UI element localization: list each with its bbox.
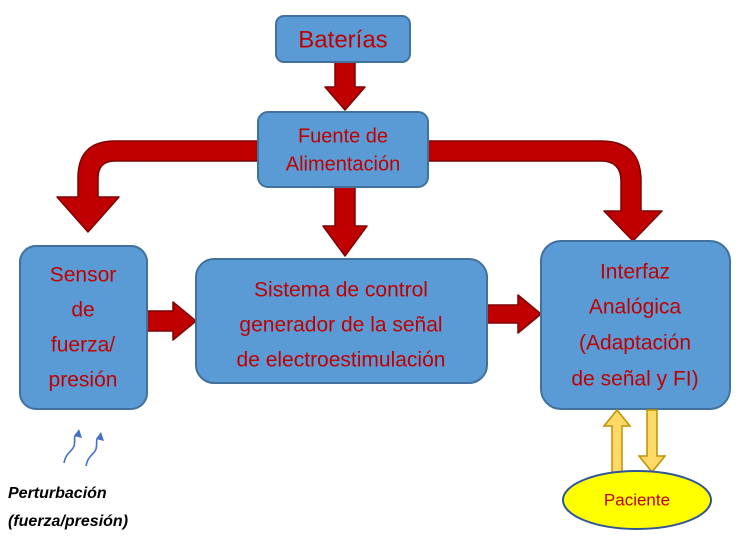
node-fuente-line-2: Alimentación [286, 153, 401, 175]
node-baterias: Baterías [275, 15, 411, 63]
perturbation-arrows [63, 429, 104, 467]
node-fuente-line-1: Fuente de [298, 125, 388, 147]
arrow-sensor-to-control [146, 301, 197, 341]
node-sensor-line-1: Sensor [50, 264, 117, 287]
perturbation-caption-line-1: Perturbación [8, 485, 107, 502]
node-control-line-1: Sistema de control [254, 279, 428, 302]
node-sensor: Sensor de fuerza/ presión [19, 245, 148, 410]
node-fuente-alimentacion: Fuente de Alimentación [257, 111, 429, 188]
perturbation-caption: Perturbación (fuerza/presión) [8, 485, 128, 530]
arrow-fuente-to-sensor [56, 140, 259, 233]
node-sistema-control: Sistema de control generador de la señal… [195, 258, 488, 384]
arrow-control-to-interfaz [486, 294, 542, 334]
arrow-paciente-to-interfaz [602, 408, 632, 475]
node-sensor-line-4: presión [49, 369, 118, 392]
arrow-fuente-to-control [322, 186, 368, 257]
node-sensor-line-2: de [71, 299, 94, 322]
node-baterias-label: Baterías [298, 26, 387, 53]
node-paciente-label: Paciente [604, 490, 670, 509]
perturbation-caption-line-2: (fuerza/presión) [8, 513, 128, 530]
node-interfaz-line-2: Analógica [589, 296, 682, 319]
arrow-interfaz-to-paciente [637, 409, 667, 474]
node-sensor-line-3: fuerza/ [51, 334, 115, 357]
node-interfaz-analogica: Interfaz Analógica (Adaptación de señal … [540, 240, 731, 410]
node-interfaz-line-1: Interfaz [600, 261, 670, 284]
node-control-line-2: generador de la señal [239, 314, 442, 337]
node-control-line-3: de electroestimulación [237, 349, 446, 372]
node-interfaz-line-4: de señal y FI) [571, 368, 698, 391]
node-paciente: Paciente [562, 470, 712, 530]
node-interfaz-line-3: (Adaptación [579, 332, 691, 355]
wave-arrow-right-head [96, 432, 104, 441]
arrow-baterias-to-fuente [324, 61, 366, 111]
arrow-fuente-to-interfaz [427, 140, 663, 242]
wave-arrow-left-head [74, 429, 82, 438]
